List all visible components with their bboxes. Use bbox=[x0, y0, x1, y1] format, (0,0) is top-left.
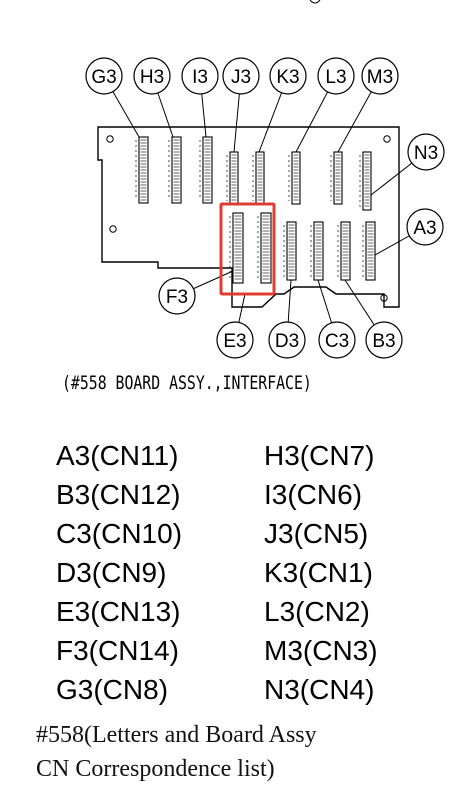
label-bubble-b3: B3 bbox=[365, 321, 403, 359]
label-bubble-h3: H3 bbox=[133, 57, 171, 95]
label-bubble-d3: D3 bbox=[268, 321, 306, 359]
mapping-column-left: A3(CN11) B3(CN12) C3(CN10) D3(CN9) E3(CN… bbox=[56, 436, 182, 709]
mapping-row: K3(CN1) bbox=[264, 557, 373, 588]
label-text: H3 bbox=[140, 67, 164, 88]
mount-hole bbox=[109, 225, 117, 233]
label-text: J3 bbox=[231, 67, 251, 88]
label-bubble-a3: A3 bbox=[406, 208, 444, 246]
label-text: A3 bbox=[413, 218, 436, 239]
mapping-row: N3(CN4) bbox=[264, 674, 375, 705]
connector-n3 bbox=[362, 151, 372, 211]
mapping-row: B3(CN12) bbox=[56, 479, 181, 510]
board-caption: (#558 BOARD ASSY.,INTERFACE) bbox=[62, 372, 312, 394]
footer-line-2: CN Correspondence list) bbox=[36, 756, 275, 782]
label-text: D3 bbox=[275, 331, 299, 352]
mapping-row: A3(CN11) bbox=[56, 440, 179, 471]
label-text: C3 bbox=[325, 331, 349, 352]
label-text: F3 bbox=[166, 287, 188, 308]
footer-line-1: #558(Letters and Board Assy bbox=[36, 722, 317, 748]
connector-f3 bbox=[232, 212, 244, 284]
label-text: B3 bbox=[372, 331, 395, 352]
label-text: G3 bbox=[91, 67, 116, 88]
connector-e3 bbox=[260, 212, 272, 284]
connector-d3 bbox=[286, 221, 297, 281]
label-text: L3 bbox=[325, 67, 346, 88]
highlight-box bbox=[219, 202, 276, 296]
label-bubble-m3: M3 bbox=[361, 57, 399, 95]
connector-group bbox=[135, 136, 376, 284]
label-text: N3 bbox=[414, 143, 438, 164]
mapping-row: D3(CN9) bbox=[56, 557, 167, 588]
crop-mark bbox=[309, 0, 321, 4]
label-text: M3 bbox=[367, 67, 393, 88]
footer-note: #558(Letters and Board Assy CN Correspon… bbox=[36, 718, 472, 786]
label-bubble-j3: J3 bbox=[222, 57, 260, 95]
connector-l3 bbox=[291, 151, 301, 205]
mapping-row: L3(CN2) bbox=[264, 596, 370, 627]
mapping-row: M3(CN3) bbox=[264, 635, 378, 666]
label-text: K3 bbox=[276, 67, 299, 88]
mapping-row: C3(CN10) bbox=[56, 518, 183, 549]
mapping-row: G3(CN8) bbox=[56, 674, 169, 705]
label-bubble-g3: G3 bbox=[85, 57, 123, 95]
mapping-row: I3(CN6) bbox=[264, 479, 363, 510]
mapping-row: E3(CN13) bbox=[56, 596, 181, 627]
label-bubble-i3: I3 bbox=[181, 57, 219, 95]
mapping-column-right: H3(CN7) I3(CN6) J3(CN5) K3(CN1) L3(CN2) … bbox=[264, 436, 378, 709]
label-bubble-c3: C3 bbox=[318, 321, 356, 359]
connector-m3 bbox=[333, 151, 343, 205]
mount-hole bbox=[380, 294, 388, 302]
board-outline bbox=[97, 126, 400, 308]
connector-j3 bbox=[229, 151, 239, 205]
mapping-row: J3(CN5) bbox=[264, 518, 369, 549]
mapping-row: F3(CN14) bbox=[56, 635, 179, 666]
label-bubble-e3: E3 bbox=[216, 321, 254, 359]
connector-k3 bbox=[255, 151, 265, 205]
label-bubble-f3: F3 bbox=[158, 277, 196, 315]
mount-hole bbox=[383, 135, 391, 143]
label-bubble-n3: N3 bbox=[407, 133, 445, 171]
label-bubble-k3: K3 bbox=[269, 57, 307, 95]
leader-lines bbox=[103, 75, 427, 341]
label-text: I3 bbox=[192, 67, 208, 88]
mapping-row: H3(CN7) bbox=[264, 440, 375, 471]
connector-a3 bbox=[365, 221, 376, 281]
label-bubble-l3: L3 bbox=[317, 57, 355, 95]
mount-hole bbox=[106, 135, 114, 143]
label-text: E3 bbox=[223, 331, 246, 352]
